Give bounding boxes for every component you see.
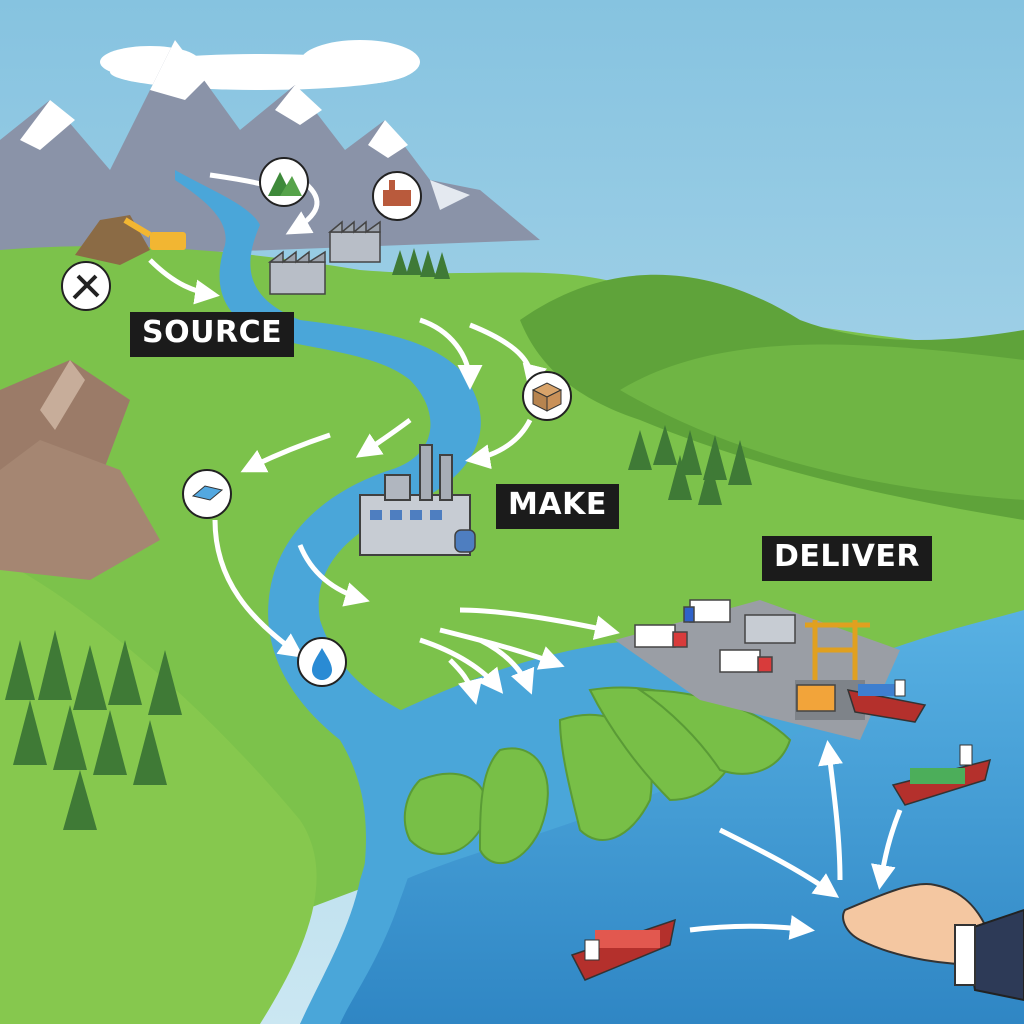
water-drop-icon <box>297 637 347 687</box>
stage-label-source: SOURCE <box>130 312 295 357</box>
mining-site <box>75 215 186 265</box>
ingot-icon <box>182 469 232 519</box>
stage-label-deliver: DELIVER <box>762 536 932 581</box>
receiving-hand <box>842 883 1024 1002</box>
factory-icon <box>372 171 422 221</box>
port-crane <box>805 620 870 680</box>
cargo-ship <box>570 918 676 981</box>
brown-mountains <box>0 360 160 580</box>
stage-label-make: MAKE <box>496 484 619 529</box>
forest-right <box>628 425 752 505</box>
cargo-ship <box>891 744 992 806</box>
mountains-icon <box>259 157 309 207</box>
source-factories <box>267 220 381 295</box>
delivery-trucks <box>634 599 796 673</box>
mining-tools-icon <box>61 261 111 311</box>
cargo-ship <box>846 679 927 723</box>
forest-mountain <box>392 248 450 279</box>
cargo-container <box>796 684 836 712</box>
package-box-icon <box>522 371 572 421</box>
green-hills <box>0 246 1024 1024</box>
forest-left <box>5 630 182 830</box>
make-factory <box>359 444 476 556</box>
flow-arrows <box>148 172 903 940</box>
